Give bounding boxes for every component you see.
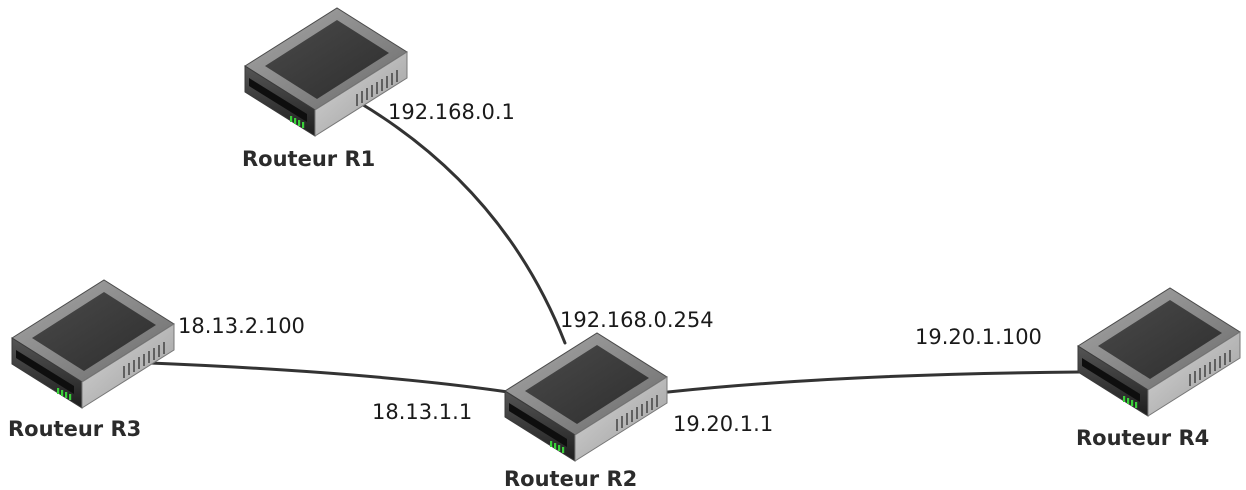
router-icon	[1077, 287, 1241, 417]
router-label: Routeur R4	[1076, 426, 1209, 450]
link-r3-r2	[148, 361, 510, 394]
ip-label-r3-link: 18.13.2.100	[178, 314, 305, 338]
router-label: Routeur R2	[504, 467, 637, 490]
router-label: Routeur R1	[242, 147, 375, 171]
link-r4-r2	[666, 370, 1082, 394]
router-icon	[11, 279, 175, 409]
ip-label-r2-to-r3: 18.13.1.1	[372, 400, 472, 424]
ip-label-r1-link: 192.168.0.1	[388, 100, 515, 124]
router-r4[interactable]: Routeur R4	[1076, 287, 1241, 450]
ip-label-r4-link: 19.20.1.100	[915, 325, 1042, 349]
router-r1[interactable]: Routeur R1	[242, 7, 408, 171]
ip-label-r2-to-r4: 19.20.1.1	[673, 412, 773, 436]
router-r3[interactable]: Routeur R3	[8, 279, 175, 441]
ip-label-r2-to-r1: 192.168.0.254	[560, 308, 714, 332]
link-r1-r2	[358, 101, 567, 345]
router-r2[interactable]: Routeur R2	[504, 332, 668, 490]
router-label: Routeur R3	[8, 417, 141, 441]
router-icon	[504, 332, 668, 462]
